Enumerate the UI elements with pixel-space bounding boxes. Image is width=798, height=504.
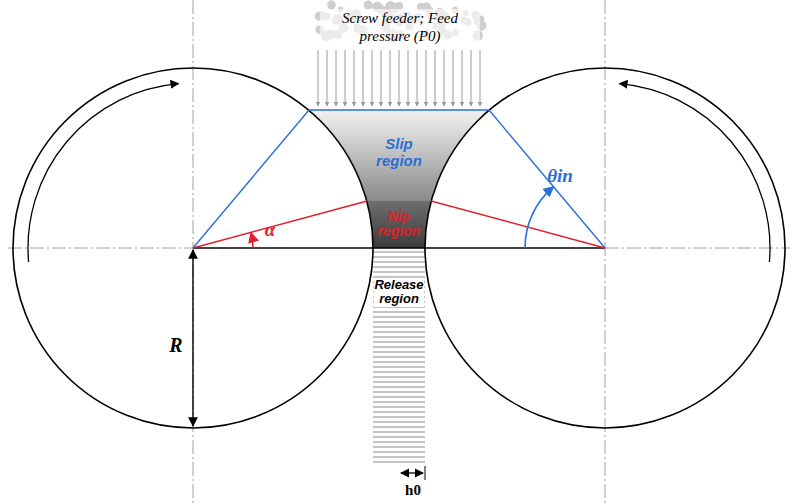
region-label: Slip region <box>364 136 434 169</box>
label-box: θin <box>540 165 580 188</box>
label-box: Screw feeder; Feed pressure (P0) <box>320 9 480 45</box>
region-label: Release region <box>374 278 424 307</box>
region-name: Release region <box>374 278 424 307</box>
label-box: R <box>166 333 186 357</box>
angle-label: θin <box>540 165 580 188</box>
label-box: α <box>260 219 280 242</box>
region-name: Nip region <box>368 209 430 240</box>
dimension-label: h0 <box>398 481 428 499</box>
label-box: h0 <box>398 481 428 499</box>
region-name: Slip region <box>364 136 434 169</box>
feed-caption: Screw feeder; Feed pressure (P0) <box>320 9 480 45</box>
region-label: Nip region <box>368 209 430 240</box>
dimension-label: R <box>166 333 186 357</box>
angle-label: α <box>260 219 280 242</box>
